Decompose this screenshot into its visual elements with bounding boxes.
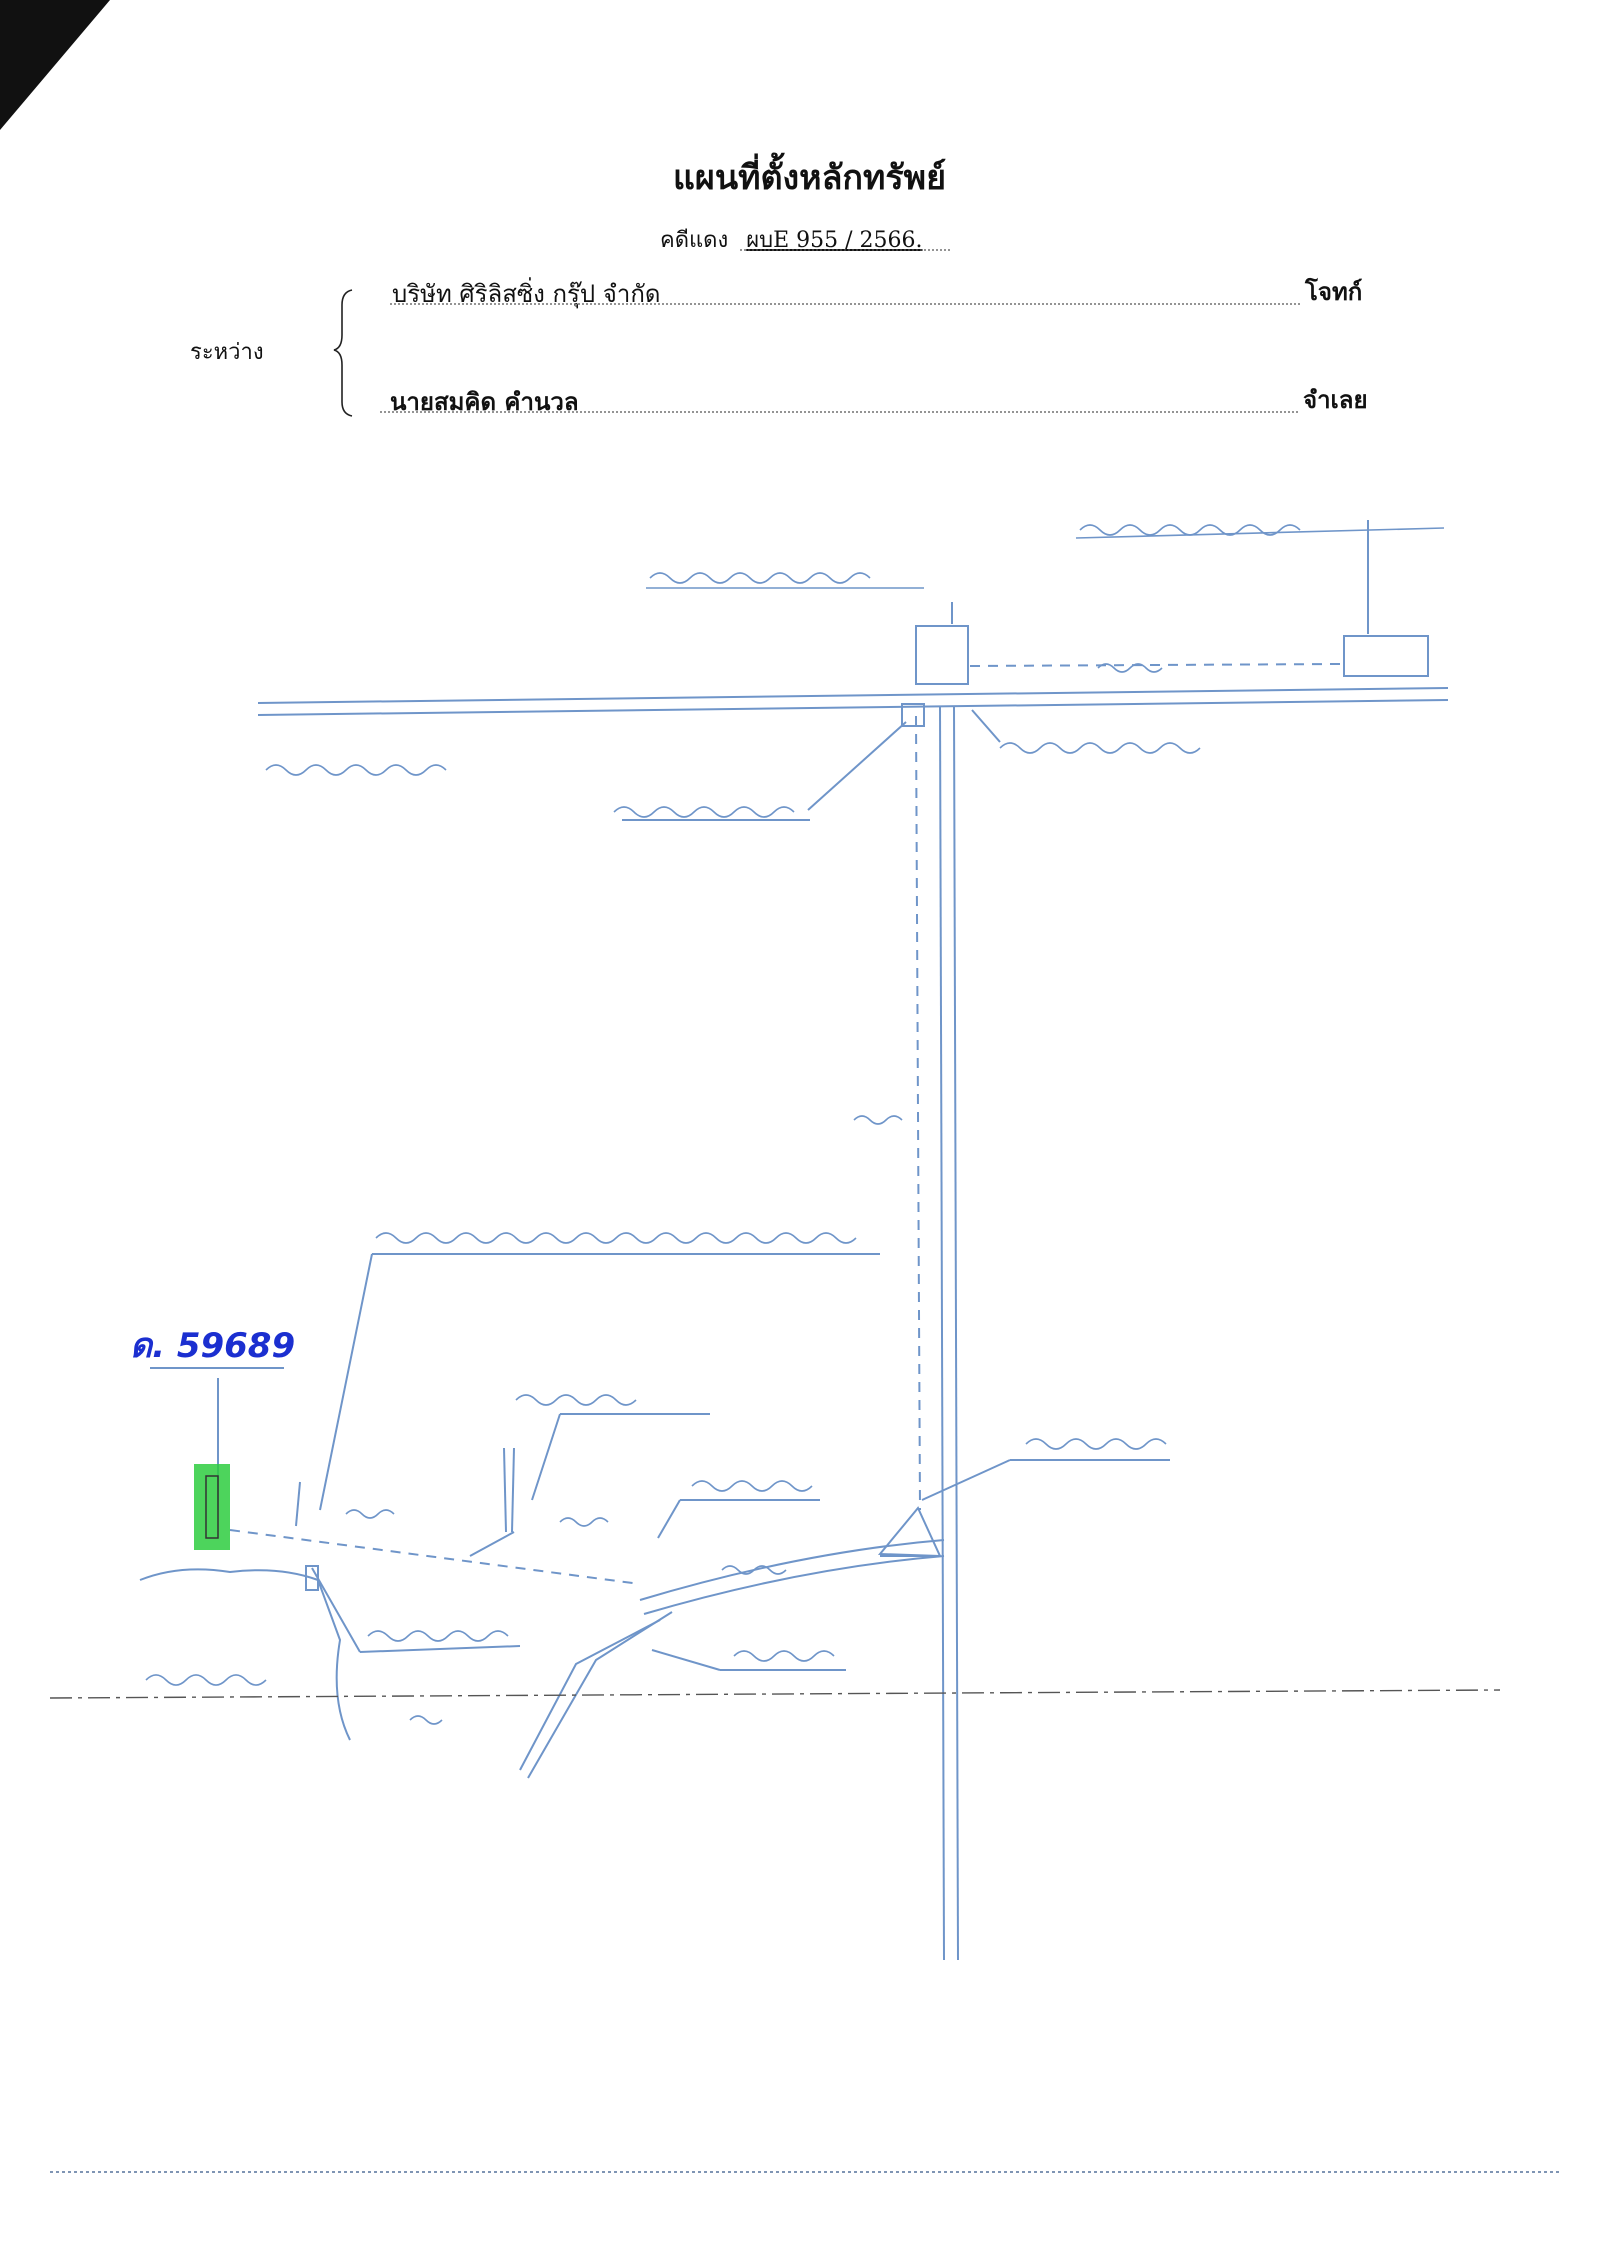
branch-road xyxy=(519,1539,945,1779)
handwritten-notes xyxy=(145,524,1445,1725)
plaintiff-name: บริษัท ศิริลิสซิ่ง กรุ๊ป จำกัด xyxy=(392,280,661,308)
triangle-landmark xyxy=(877,1459,1170,1558)
between-label: ระหว่าง xyxy=(190,340,264,365)
header-rules xyxy=(333,249,1300,417)
defendant-name: นายสมคิด คำนวล xyxy=(390,387,579,416)
junction-landmarks xyxy=(622,520,1429,821)
plaintiff-role: โจทก์ xyxy=(1305,277,1363,306)
title-deed-label: ด. 59689 xyxy=(130,1326,296,1366)
lower-boundary-line xyxy=(49,1689,1501,1699)
defendant-role: จำเลย xyxy=(1303,385,1368,414)
route-dashes xyxy=(229,663,1341,1585)
side-road xyxy=(939,705,959,1961)
property-plot-outline xyxy=(205,1475,219,1539)
page-title: แผนที่ตั้งหลักทรัพย์ xyxy=(672,158,946,198)
case-label: คดีแดง xyxy=(660,228,729,253)
case-number: ผบE 955 / 2566. xyxy=(746,228,923,253)
property-plot xyxy=(194,1464,230,1550)
scan-corner-mark xyxy=(0,0,110,130)
case-line: คดีแดง ผบE 955 / 2566. xyxy=(660,222,923,257)
main-road xyxy=(257,687,1449,716)
